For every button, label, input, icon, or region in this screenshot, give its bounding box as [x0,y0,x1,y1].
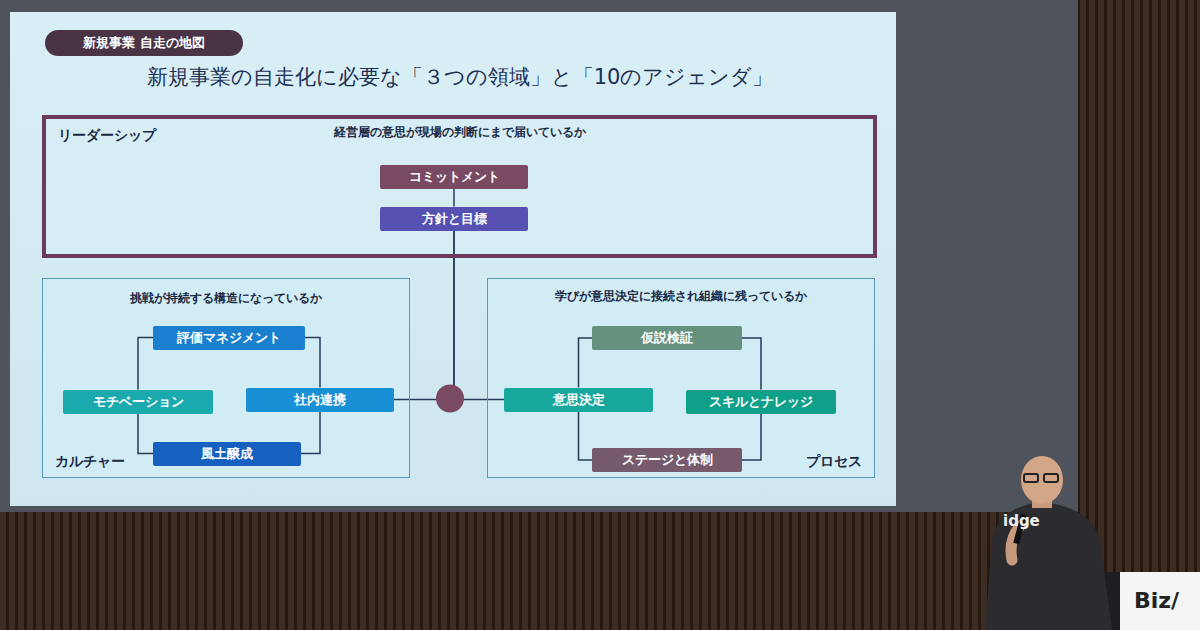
agenda-box: 仮説検証 [592,326,742,350]
connector-line [301,412,320,454]
sign-logo: Biz/ [1134,588,1179,613]
region-question: 経営層の意思が現場の判断にまで届いているか [46,124,873,141]
region-question: 挑戦が持続する構造になっているか [43,290,409,307]
connector-line [579,412,593,461]
connector-line [453,189,455,207]
leadership-fill [44,117,875,256]
connector-line [138,338,153,390]
agenda-box: 方針と目標 [380,207,528,231]
section-pill: 新規事業 自走の地図 [45,30,243,56]
culture-fill [42,278,410,478]
box-label: 風土醸成 [201,445,253,463]
agenda-box: モチベーション [63,390,213,414]
sign-board [1120,572,1200,630]
box-label: コミットメント [409,168,500,186]
connector-line [305,338,320,388]
region-name: プロセス [806,453,862,471]
hub-circle [436,385,464,413]
agenda-box: 意思決定 [504,388,653,412]
box-label: モチベーション [93,393,184,411]
agenda-box: ステージと体制 [592,448,742,472]
leadership-region: リーダーシップ経営層の意思が現場の判断にまで届いているかコミットメント方針と目標 [42,115,877,258]
region-name: カルチャー [55,453,125,471]
agenda-box: スキルとナレッジ [686,390,836,414]
connector-line [742,414,761,461]
glasses [1024,474,1038,482]
box-label: 社内連携 [294,391,346,409]
region-question: 学びが意思決定に接続され組織に残っているか [488,288,874,305]
speaker-body [985,502,1112,630]
box-label: 仮説検証 [641,329,693,347]
connector-line [579,338,593,388]
speaker-head [1021,456,1063,504]
connector-line [138,414,153,454]
agenda-box: 社内連携 [246,388,394,412]
culture-region: 挑戦が持続する構造になっているかカルチャー 評価マネジメントモチベーション 社内連携… [42,278,410,478]
agenda-box: 風土醸成 [153,442,301,466]
region-name: リーダーシップ [58,127,156,145]
box-label: スキルとナレッジ [709,393,813,411]
box-label: 評価マネジメント [177,329,281,347]
process-fill [487,278,875,478]
box-label: 新規事業 自走の地図 [83,34,205,52]
glasses [1044,474,1058,482]
process-region: 学びが意思決定に接続され組織に残っているかプロセス 仮説検証意思決定 スキルとナレッ… [487,278,875,478]
shirt-print: idge [1003,512,1040,530]
box-label: 意思決定 [553,391,605,409]
agenda-box: 評価マネジメント [153,326,305,350]
box-label: 方針と目標 [422,210,487,228]
box-label: ステージと体制 [622,451,713,469]
agenda-box: コミットメント [380,165,528,189]
slide-title: 新規事業の自走化に必要な「３つの領域」と「10のアジェンダ」 [0,63,920,91]
connector-line [742,338,761,390]
